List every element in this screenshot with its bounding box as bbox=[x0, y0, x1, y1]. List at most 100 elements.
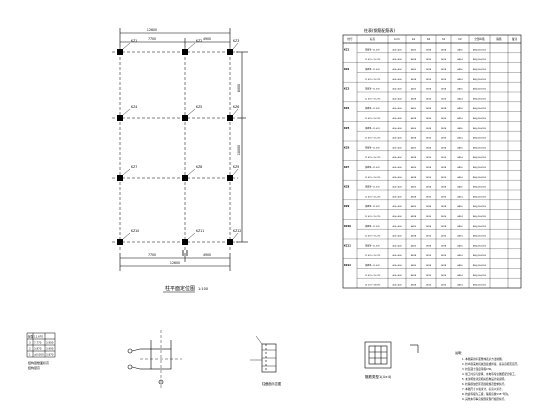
table-cell: 400×400 bbox=[392, 176, 402, 179]
table-cell: KZ11 bbox=[344, 244, 351, 247]
table-cell: Φ8@100/200 bbox=[473, 118, 487, 120]
table-cell: 400×400 bbox=[392, 146, 402, 149]
table-cell: 2Φ18 bbox=[441, 226, 447, 228]
note-line-7: 7. 本图尺寸以毫米计，标高以米计。 bbox=[462, 387, 504, 391]
column-kz10 bbox=[117, 239, 123, 245]
table-cell: 4Φ14 bbox=[457, 98, 463, 100]
table-cell: 基础顶~11.670 bbox=[365, 106, 380, 110]
level-row-1-elev: 11.670 bbox=[34, 335, 43, 339]
table-cell: Φ8@100/200 bbox=[473, 236, 487, 238]
table-cell: Φ8@100/200 bbox=[473, 177, 487, 179]
table-cell: Φ8@100/200 bbox=[473, 167, 487, 169]
table-cell: 2Φ18 bbox=[441, 69, 447, 71]
column-kz5 bbox=[182, 115, 188, 121]
level-table-title: 结构层楼面标高 bbox=[28, 360, 49, 365]
table-cell: 400×400 bbox=[392, 195, 402, 198]
table-cell: 2Φ16 bbox=[426, 275, 432, 277]
table-cell: 2Φ16 bbox=[426, 255, 432, 257]
table-cell: 400×400 bbox=[392, 156, 402, 159]
table-cell: 2Φ16 bbox=[441, 275, 447, 277]
table-cell: 2Φ16 bbox=[426, 98, 432, 100]
table-cell: 400×400 bbox=[392, 264, 402, 267]
level-row-4-height: 3.870 bbox=[46, 353, 54, 357]
level-row-2-height: 3.900 bbox=[46, 341, 54, 345]
table-cell: Φ8@100/200 bbox=[473, 275, 487, 277]
table-cell: KZ8 bbox=[344, 186, 350, 189]
table-cell: Φ8@100/200 bbox=[473, 79, 487, 81]
table-cell: 4Φ20 bbox=[411, 108, 417, 110]
table-cell: 11.670~15.270 bbox=[365, 275, 381, 277]
table-cell: 11.670~15.270 bbox=[365, 236, 381, 238]
column-kz4 bbox=[117, 115, 123, 121]
table-cell: Φ8@100/200 bbox=[473, 59, 487, 61]
table-cell: 4Φ18 bbox=[411, 275, 417, 277]
table-cell: 4Φ16 bbox=[457, 206, 463, 208]
table-cell: 4Φ20 bbox=[411, 147, 417, 149]
table-cell: 2Φ16 bbox=[441, 255, 447, 257]
right-upper-dim: 6000 bbox=[237, 84, 241, 92]
table-header-cell: 标高 bbox=[370, 37, 376, 41]
table-cell: Φ8@100/200 bbox=[473, 49, 487, 51]
table-cell: 400×400 bbox=[392, 97, 402, 100]
table-cell: KZ5 bbox=[344, 127, 350, 130]
table-cell: Φ8@100/200 bbox=[473, 89, 487, 91]
table-cell: Φ8@100/200 bbox=[473, 196, 487, 198]
table-cell: 4Φ16 bbox=[457, 108, 463, 110]
table-cell: 2Φ16 bbox=[426, 177, 432, 179]
table-cell: 4Φ20 bbox=[411, 167, 417, 169]
table-cell: KZ2 bbox=[344, 68, 350, 71]
table-cell: 4Φ16 bbox=[457, 49, 463, 51]
column-tag-kz7: KZ7 bbox=[131, 165, 137, 169]
table-cell: 2Φ16 bbox=[426, 216, 432, 218]
table-cell: 2Φ16 bbox=[441, 138, 447, 140]
column-kz2 bbox=[182, 49, 188, 55]
table-cell: 4Φ14 bbox=[457, 216, 463, 218]
table-cell: 4Φ14 bbox=[457, 157, 463, 159]
table-header-cell: 备注 bbox=[512, 37, 518, 41]
table-cell: 4Φ18 bbox=[411, 216, 417, 218]
table-cell: Φ8@100/200 bbox=[473, 138, 487, 140]
table-cell: 400×400 bbox=[392, 58, 402, 61]
note-line-5: 5. 未注明处详见相关结构设计总说明。 bbox=[462, 377, 507, 381]
column-tag-kz2: KZ2 bbox=[196, 39, 202, 43]
table-cell: 2Φ18 bbox=[441, 187, 447, 189]
note-line-2: 2. 柱纵筋采用机械连接或焊接，接头应相互错开。 bbox=[462, 362, 520, 366]
table-cell: 11.670~15.270 bbox=[365, 196, 381, 198]
column-kz8 bbox=[182, 175, 188, 181]
level-row-4-elev: ±0.000 bbox=[34, 353, 44, 357]
note-line-1: 1. 本图采用平面整体表示方法制图。 bbox=[462, 357, 504, 361]
table-cell: 2Φ18 bbox=[426, 245, 432, 247]
table-cell: 2Φ18 bbox=[426, 167, 432, 169]
note-line-3: 3. 柱混凝土强度等级C30。 bbox=[462, 367, 494, 371]
table-header-cell: h1 bbox=[442, 37, 446, 41]
table-cell: Φ8@100/200 bbox=[473, 128, 487, 130]
table-cell: 4Φ16 bbox=[457, 226, 463, 228]
table-cell: 4Φ16 bbox=[457, 89, 463, 91]
table-cell: 400×400 bbox=[392, 254, 402, 257]
table-cell: 2Φ18 bbox=[441, 89, 447, 91]
table-cell: 2Φ16 bbox=[426, 157, 432, 159]
table-cell: 400×400 bbox=[392, 48, 402, 51]
table-cell: 400×400 bbox=[392, 107, 402, 110]
table-cell: 4Φ16 bbox=[457, 69, 463, 71]
table-cell: 4Φ14 bbox=[457, 285, 463, 287]
table-cell: 4Φ18 bbox=[411, 196, 417, 198]
table-cell: 2Φ18 bbox=[426, 108, 432, 110]
table-cell: 2Φ18 bbox=[426, 187, 432, 189]
table-cell: 2Φ16 bbox=[426, 79, 432, 81]
table-cell: 400×400 bbox=[392, 166, 402, 169]
table-cell: 11.670~15.270 bbox=[365, 59, 381, 61]
table-cell: 2Φ18 bbox=[426, 147, 432, 149]
table-cell: 11.670~15.270 bbox=[365, 118, 381, 120]
table-cell: KZ1 bbox=[344, 48, 350, 51]
table-cell: 4Φ20 bbox=[411, 226, 417, 228]
table-cell: Φ8@100/200 bbox=[473, 187, 487, 189]
level-row-2-floor: 3 bbox=[29, 341, 31, 345]
table-cell: 2Φ18 bbox=[441, 206, 447, 208]
table-cell: 4Φ20 bbox=[411, 49, 417, 51]
level-row-2-elev: 7.770 bbox=[34, 341, 42, 345]
level-row-3-height: 3.900 bbox=[46, 347, 54, 351]
column-tag-kz10: KZ10 bbox=[131, 229, 139, 233]
table-cell: Φ8@100/200 bbox=[473, 108, 487, 110]
